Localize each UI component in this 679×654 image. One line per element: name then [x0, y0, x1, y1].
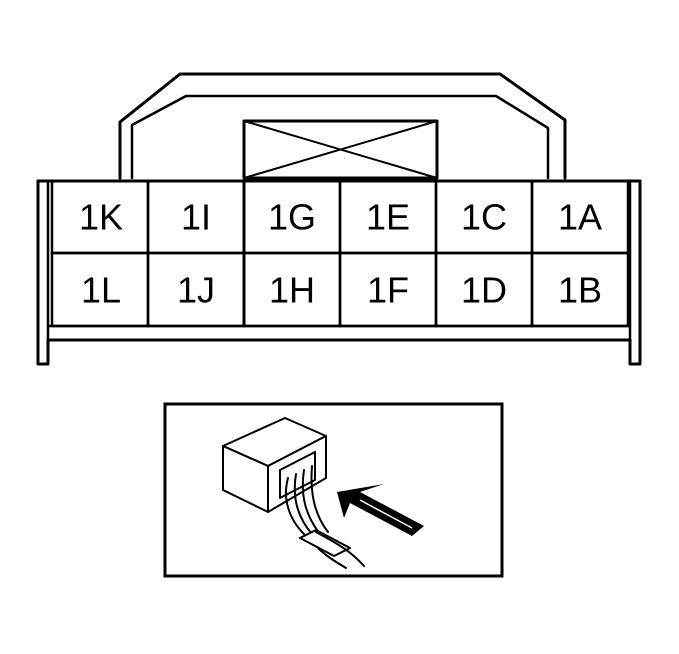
- pin-label-1h: 1H: [269, 270, 315, 311]
- inset-box: [163, 402, 504, 578]
- pin-label-1g: 1G: [268, 197, 316, 238]
- pin-label-1b: 1B: [558, 270, 602, 311]
- pin-label-1j: 1J: [177, 270, 215, 311]
- pin-label-1e: 1E: [366, 197, 410, 238]
- pin-cell: [530, 251, 630, 328]
- pin-grid: [50, 179, 630, 328]
- pin-label-1k: 1K: [79, 197, 123, 238]
- pin-label-1l: 1L: [81, 270, 121, 311]
- pin-label-1c: 1C: [461, 197, 507, 238]
- pin-labels: 1K 1I 1G 1E 1C 1A 1L 1J 1H 1F 1D 1B: [79, 197, 602, 311]
- connector-probe-icon: [222, 417, 365, 569]
- pin-label-1i: 1I: [181, 197, 211, 238]
- pin-label-1d: 1D: [461, 270, 507, 311]
- pin-label-1a: 1A: [558, 197, 602, 238]
- pin-label-1f: 1F: [367, 270, 409, 311]
- insert-arrow-icon: [337, 484, 424, 536]
